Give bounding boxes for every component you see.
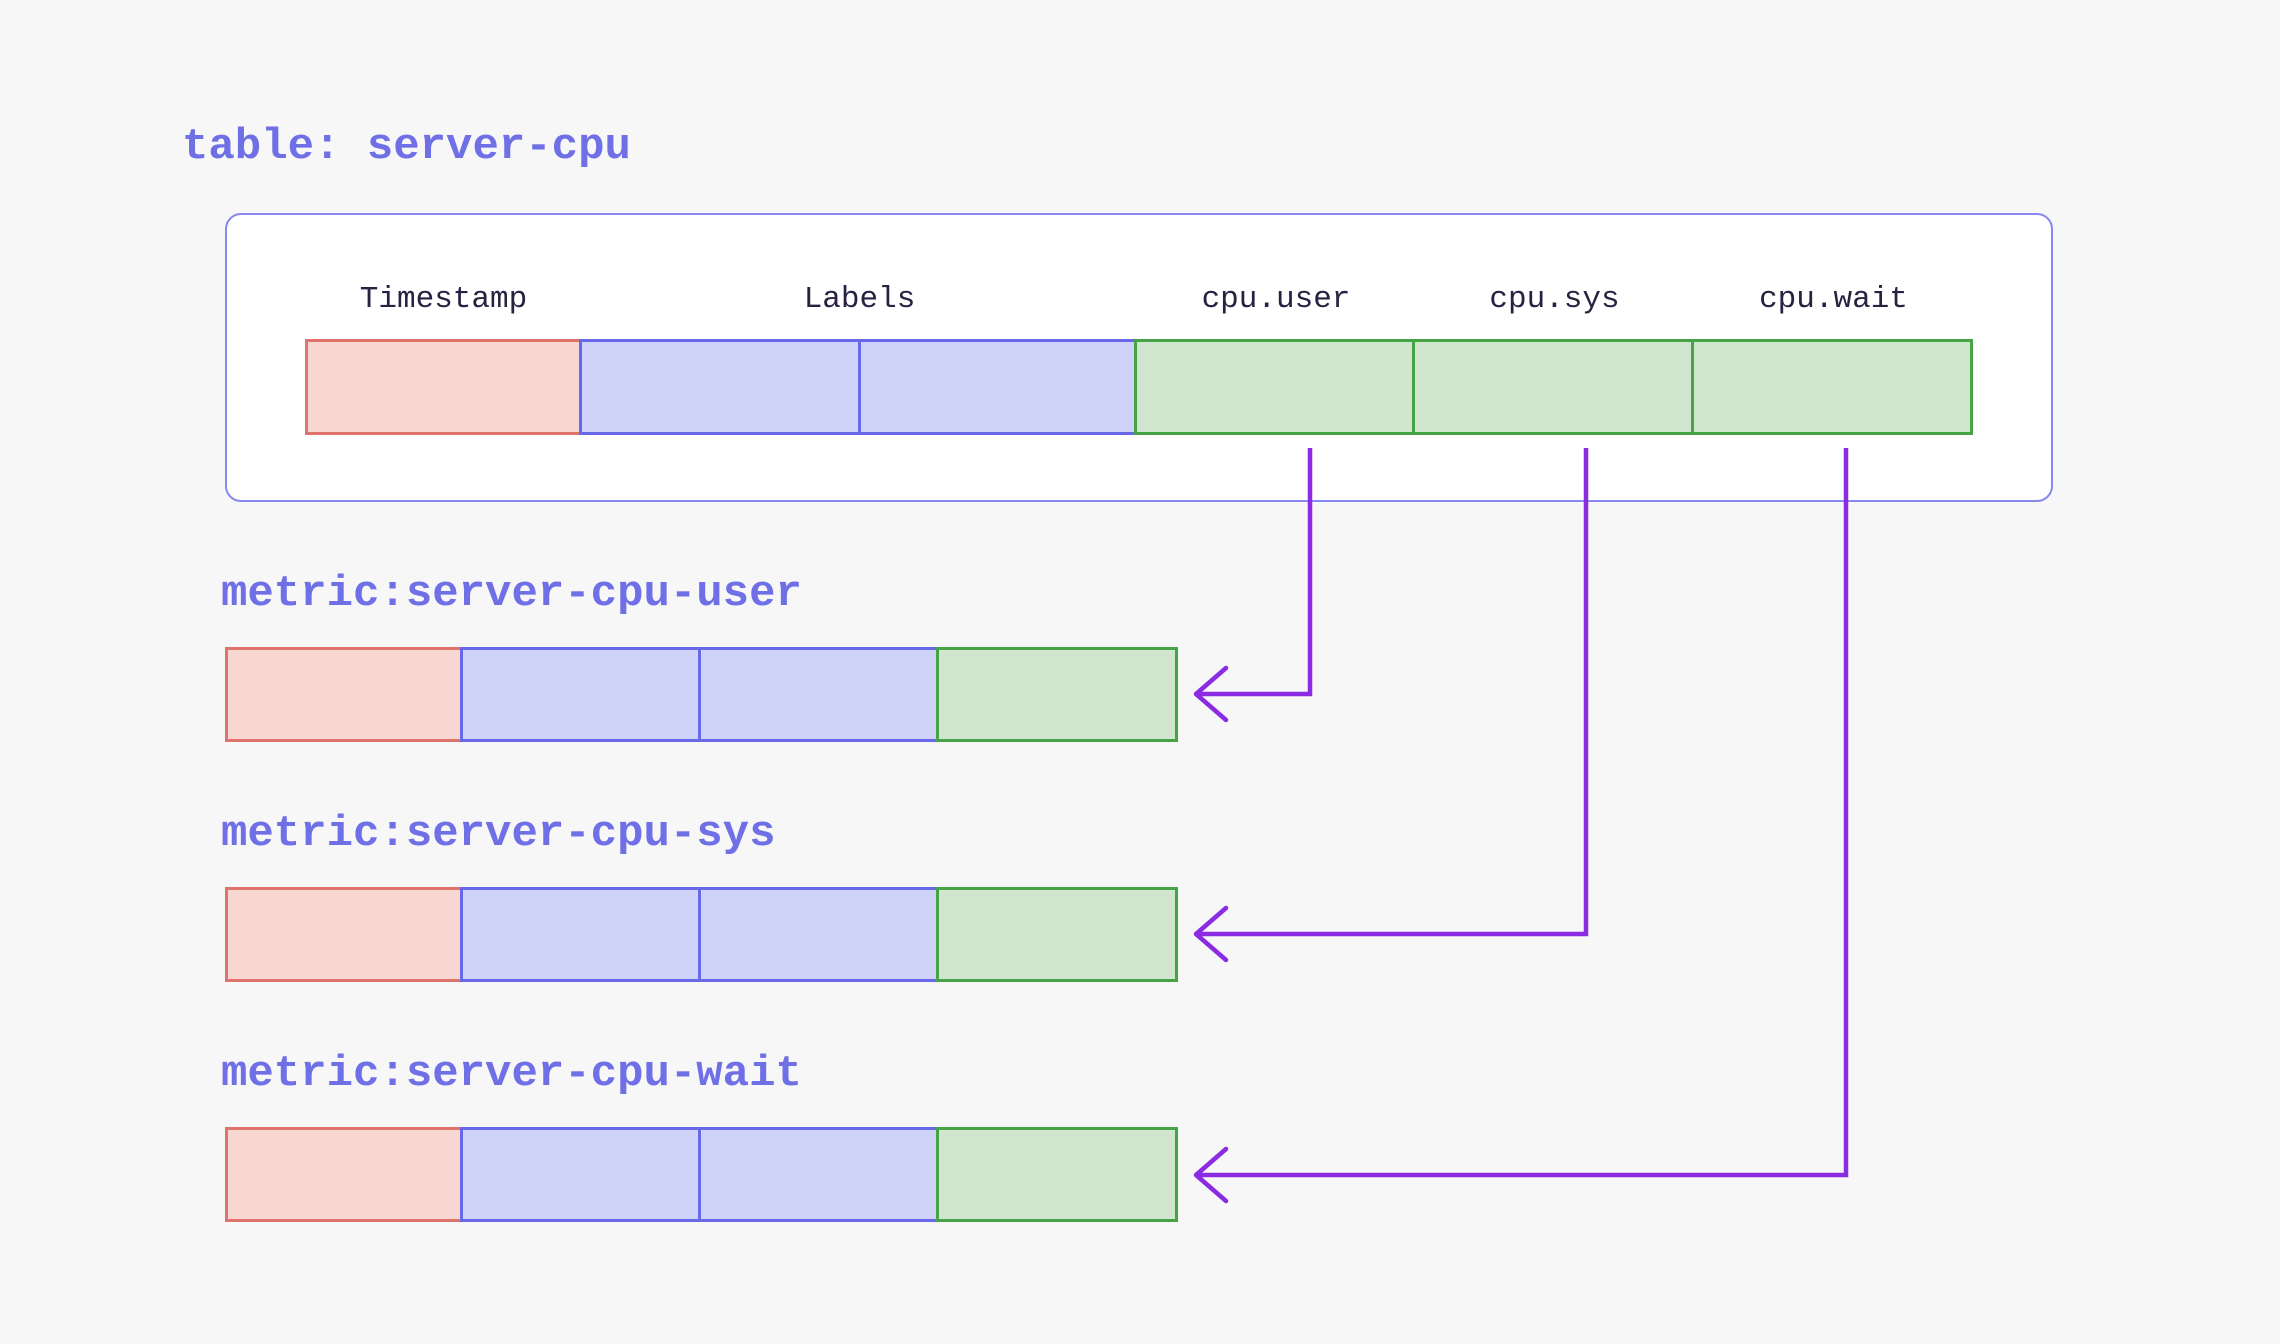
table-title: table: server-cpu [182,122,631,172]
table-cell-cpu-wait [1691,339,1973,435]
metric-cell-label-2 [698,647,939,742]
metric-row-cpu-user [0,647,2280,742]
metric-cell-value [936,887,1178,982]
column-header-cpu-user: cpu.user [1201,282,1351,317]
metric-cell-label-2 [698,1127,939,1222]
metric-cell-value [936,647,1178,742]
table-cell-label-2 [858,339,1137,435]
metric-label-cpu-user: metric:server-cpu-user [221,569,802,619]
column-header-cpu-sys: cpu.sys [1489,282,1620,317]
metric-cell-timestamp [225,887,463,982]
metric-label-cpu-sys: metric:server-cpu-sys [221,809,776,859]
table-cell-cpu-sys [1412,339,1694,435]
metric-label-cpu-wait: metric:server-cpu-wait [221,1049,802,1099]
metric-row-cpu-wait [0,1127,2280,1222]
arrow-cpu-wait [1193,448,1849,1204]
metric-row-cpu-sys [0,887,2280,982]
metric-cell-timestamp [225,647,463,742]
metric-cell-timestamp [225,1127,463,1222]
column-header-timestamp: Timestamp [359,282,528,317]
table-cell-label-1 [579,339,861,435]
metric-cell-label-1 [460,1127,701,1222]
metric-cell-value [936,1127,1178,1222]
column-header-cpu-wait: cpu.wait [1759,282,1908,317]
table-cell-timestamp [305,339,582,435]
metric-cell-label-1 [460,887,701,982]
table-cell-cpu-user [1134,339,1415,435]
column-header-labels: Labels [803,282,916,317]
metric-cell-label-1 [460,647,701,742]
metric-cell-label-2 [698,887,939,982]
